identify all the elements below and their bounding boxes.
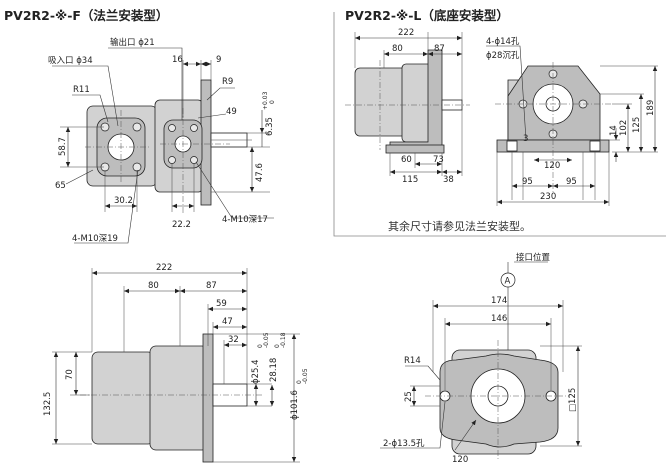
d22-2-label: 22.2 — [172, 220, 191, 230]
flange-front-view: 输出口 ϕ21 吸入口 ϕ34 R11 R9 49 16 9 6.35 +0.0… — [48, 37, 276, 244]
foot-d120-label: 120 — [544, 161, 560, 171]
d65-label: 65 — [55, 181, 66, 191]
foot-front-view: 4-ϕ14孔 ϕ28沉孔 189 125 102 14 3 120 95 95 … — [486, 37, 658, 206]
side-d101-6-tol-hi: 0 — [296, 380, 303, 384]
face-d120-label: 120 — [452, 455, 468, 465]
side-d25-4-tol-lo: -0.05 — [263, 332, 270, 348]
face-r14-label: R14 — [404, 356, 421, 366]
m10-depth19-label: 4-M10深19 — [72, 234, 118, 244]
foot-mount-hole-left — [506, 140, 518, 152]
foot-d14-label: 14 — [609, 125, 619, 136]
side-d132-5-label: 132.5 — [43, 392, 53, 416]
d9-label: 9 — [216, 55, 221, 65]
face-d25-label: 25 — [404, 391, 414, 402]
face-d174-label: 174 — [491, 296, 507, 306]
foot-d222-label: 222 — [398, 28, 414, 38]
foot-pump-front — [401, 63, 433, 143]
d16-label: 16 — [172, 55, 183, 65]
port-position-label: 接口位置 — [516, 252, 551, 263]
port-marker-label: A — [505, 277, 511, 287]
flange-face-view: A 接口位置 174 146 R14 25 2-ϕ13.5孔 120 □125 — [380, 252, 582, 465]
mounting-flange — [200, 79, 212, 206]
foot-pump-rear — [354, 67, 408, 137]
foot-mount-hole-right — [589, 140, 601, 152]
foot-d230-label: 230 — [540, 192, 556, 202]
section-frame — [333, 12, 666, 237]
port-marker-circle — [500, 272, 516, 288]
r9-label: R9 — [222, 77, 233, 87]
d6-35-tol-lo: 0 — [269, 100, 276, 104]
side-d87-label: 87 — [206, 281, 217, 291]
side-d47-label: 47 — [222, 317, 233, 327]
d49-label: 49 — [226, 107, 237, 117]
side-front-body — [149, 345, 209, 451]
face-d125-label: □125 — [568, 388, 578, 412]
m10-depth17-label: 4-M10深17 — [222, 215, 268, 225]
d6-35-tol-hi: +0.03 — [262, 91, 269, 110]
foot-d80-label: 80 — [392, 44, 403, 54]
side-rear-cover — [91, 351, 155, 445]
side-d25-4-tol-hi: 0 — [257, 344, 264, 348]
foot-d87-label: 87 — [434, 44, 445, 54]
d47-6-label: 47.6 — [255, 163, 265, 182]
reference-note: 其余尺寸请参见法兰安装型。 — [388, 220, 531, 233]
inlet-label: 吸入口 ϕ34 — [48, 56, 93, 66]
foot-d125-label: 125 — [632, 117, 642, 133]
foot-holes-label: 4-ϕ14孔 — [486, 37, 520, 47]
r11-label: R11 — [73, 85, 90, 95]
foot-d95a-label: 95 — [522, 177, 533, 187]
side-d80-label: 80 — [148, 281, 159, 291]
foot-mount-title: PV2R2-※-L（底座安装型） — [345, 8, 509, 23]
foot-base — [385, 144, 445, 154]
side-d25-4-label: ϕ25.4 — [251, 359, 261, 384]
side-shaft — [212, 383, 248, 407]
face-d146-label: 146 — [491, 314, 507, 324]
side-d70-label: 70 — [65, 369, 75, 380]
side-d101-6-label: ϕ101.6 — [290, 390, 300, 420]
foot-counterbore-label: ϕ28沉孔 — [486, 51, 520, 61]
foot-d73-label: 73 — [433, 155, 444, 165]
side-d28-18-tol-hi: 0 — [274, 344, 281, 348]
d58-7-label: 58.7 — [58, 137, 68, 156]
outlet-label: 输出口 ϕ21 — [110, 37, 155, 48]
face-holes-label: 2-ϕ13.5孔 — [383, 439, 425, 449]
side-d59-label: 59 — [216, 299, 227, 309]
foot-d38-label: 38 — [443, 175, 454, 185]
side-d222-label: 222 — [156, 263, 172, 273]
pump-side-view: 222 80 87 59 47 32 70 132.5 ϕ25.4 0 -0.0… — [43, 263, 309, 463]
flange-mount-title: PV2R2-※-F（法兰安装型） — [4, 8, 169, 23]
side-d101-6-tol-lo: -0.05 — [302, 368, 309, 384]
foot-d102-label: 102 — [619, 120, 629, 136]
side-d32-label: 32 — [228, 335, 239, 345]
d6-35-label: 6.35 — [265, 117, 275, 136]
foot-d189-label: 189 — [646, 100, 656, 116]
side-flange — [202, 333, 214, 463]
side-d28-18-tol-lo: -0.18 — [280, 332, 287, 348]
foot-d115-label: 115 — [402, 175, 418, 185]
d30-2-label: 30.2 — [114, 196, 133, 206]
foot-side-view: 222 80 87 60 73 115 38 — [345, 28, 470, 185]
foot-d60-label: 60 — [401, 155, 412, 165]
side-d28-18-label: 28.18 — [269, 358, 279, 382]
foot-d3-label: 3 — [523, 134, 528, 144]
foot-d95b-label: 95 — [566, 177, 577, 187]
